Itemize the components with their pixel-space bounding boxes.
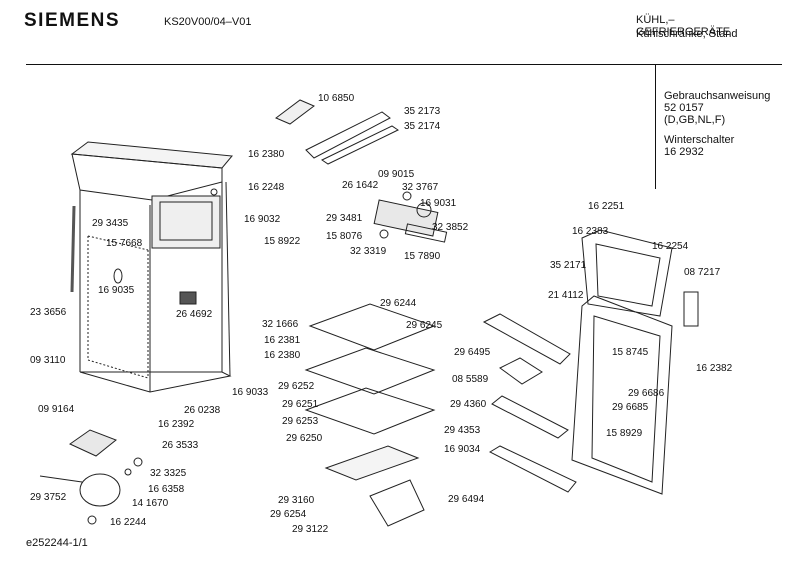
- part-number-16-2383: 16 2383: [572, 226, 609, 237]
- part-number-26-4692: 26 4692: [176, 309, 213, 320]
- winter-switch-label: Winterschalter: [664, 134, 735, 146]
- part-number-29-3435: 29 3435: [92, 218, 129, 229]
- product-subcategory: Kühlschränke, Stand: [636, 28, 738, 40]
- part-number-08-5589: 08 5589: [452, 374, 489, 385]
- manual-number: 52 0157: [664, 102, 704, 114]
- thermostat-drawing: [373, 191, 448, 243]
- part-number-32-3319: 32 3319: [350, 246, 387, 257]
- cabinet-drawing: [70, 141, 233, 393]
- model-number: KS20V00/04–V01: [164, 16, 252, 28]
- part-number-32-3767: 32 3767: [402, 182, 439, 193]
- part-number-16-2382: 16 2382: [696, 363, 733, 374]
- part-number-29-6251: 29 6251: [282, 399, 319, 410]
- part-number-29-4353: 29 4353: [444, 425, 481, 436]
- part-number-16-2254: 16 2254: [652, 241, 689, 252]
- part-number-29-3481: 29 3481: [326, 213, 363, 224]
- part-number-15-7890: 15 7890: [404, 251, 441, 262]
- part-number-21-4112: 21 4112: [548, 290, 584, 301]
- product-category: KÜHL,–GEFRIERGERÄTE: [636, 14, 731, 38]
- part-number-16-2251: 16 2251: [588, 201, 625, 212]
- part-number-29-3160: 29 3160: [278, 495, 315, 506]
- part-number-09-9164: 09 9164: [38, 404, 75, 415]
- part-number-29-6494: 29 6494: [448, 494, 485, 505]
- part-number-35-2173: 35 2173: [404, 106, 441, 117]
- part-number-26-1642: 26 1642: [342, 180, 379, 191]
- part-number-15-8745: 15 8745: [612, 347, 649, 358]
- winter-switch-number: 16 2932: [664, 146, 704, 158]
- part-number-23-3656: 23 3656: [30, 307, 67, 318]
- manual-label: Gebrauchsanweisung: [664, 90, 771, 102]
- part-number-29-4360: 29 4360: [450, 399, 487, 410]
- part-number-16-9032: 16 9032: [244, 214, 281, 225]
- part-number-26-0238: 26 0238: [184, 405, 221, 416]
- part-number-08-7217: 08 7217: [684, 267, 721, 278]
- document-id: e252244-1/1: [26, 537, 88, 549]
- part-number-16-9035: 16 9035: [98, 285, 135, 296]
- part-number-26-3533: 26 3533: [162, 440, 199, 451]
- part-number-32-3325: 32 3325: [150, 468, 187, 479]
- part-number-09-3110: 09 3110: [30, 355, 66, 366]
- part-number-16-2380: 16 2380: [264, 350, 301, 361]
- door-drawing: [482, 229, 699, 495]
- part-number-29-6685: 29 6685: [612, 402, 649, 413]
- part-number-29-6252: 29 6252: [278, 381, 315, 392]
- part-number-29-3752: 29 3752: [30, 492, 67, 503]
- header-divider: [26, 64, 782, 65]
- part-number-29-6250: 29 6250: [286, 433, 323, 444]
- wire-shelves-drawing: [304, 303, 436, 527]
- brand-logo: SIEMENS: [24, 10, 121, 31]
- part-number-16-9031: 16 9031: [420, 198, 457, 209]
- ice-tray-drawing: [275, 99, 400, 165]
- part-number-09-9015: 09 9015: [378, 169, 415, 180]
- part-number-16-2248: 16 2248: [248, 182, 285, 193]
- part-number-labels: 10 6850 35 2173 35 2174 16 2380 16 2248 09 90…: [30, 93, 733, 535]
- part-number-15-7668: 15 7668: [106, 238, 143, 249]
- part-number-29-6244: 29 6244: [380, 298, 417, 309]
- part-number-35-2174: 35 2174: [404, 121, 441, 132]
- part-number-16-6358: 16 6358: [148, 484, 185, 495]
- part-number-29-6253: 29 6253: [282, 416, 319, 427]
- part-number-16-9034: 16 9034: [444, 444, 481, 455]
- part-number-10-6850: 10 6850: [318, 93, 355, 104]
- part-number-16-9033: 16 9033: [232, 387, 269, 398]
- part-number-32-3852: 32 3852: [432, 222, 469, 233]
- part-number-15-8922: 15 8922: [264, 236, 301, 247]
- manual-languages: (D,GB,NL,F): [664, 114, 726, 126]
- part-number-16-2244: 16 2244: [110, 517, 147, 528]
- compressor-drawing: [39, 429, 143, 525]
- part-number-14-1670: 14 1670: [132, 498, 169, 509]
- part-number-29-3122: 29 3122: [292, 524, 329, 535]
- part-number-29-6495: 29 6495: [454, 347, 491, 358]
- part-number-15-8076: 15 8076: [326, 231, 363, 242]
- part-number-16-2392: 16 2392: [158, 419, 195, 430]
- info-box-divider: [655, 64, 656, 189]
- part-number-29-6254: 29 6254: [270, 509, 307, 520]
- part-number-32-1666: 32 1666: [262, 319, 299, 330]
- part-number-16-2381: 16 2381: [264, 335, 301, 346]
- part-number-29-6686: 29 6686: [628, 388, 665, 399]
- part-number-16-2380: 16 2380: [248, 149, 285, 160]
- part-number-29-6245: 29 6245: [406, 320, 443, 331]
- part-number-15-8929: 15 8929: [606, 428, 643, 439]
- part-number-35-2171: 35 2171: [550, 260, 587, 271]
